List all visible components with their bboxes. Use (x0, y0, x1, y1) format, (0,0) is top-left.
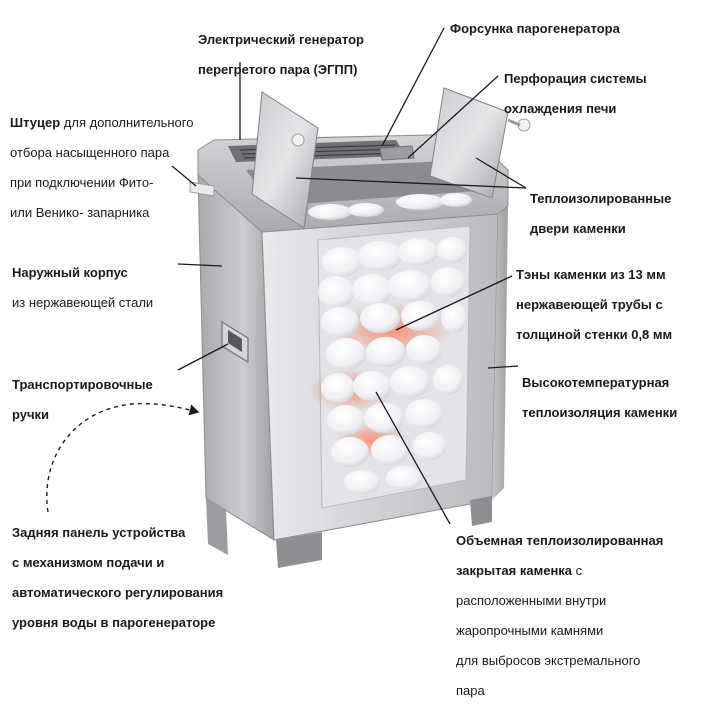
door-left (251, 91, 319, 229)
label-chamber: Объемная теплоизолированная закрытая кам… (456, 518, 663, 713)
label-perforation-line1: Перфорация системы (504, 71, 647, 86)
label-fitting-line2: отбора насыщенного пара (10, 145, 170, 160)
label-handles-line1: Транспортировочные (12, 377, 153, 392)
stove-illustration (46, 27, 531, 568)
label-back-panel-line1: Задняя панель устройства (12, 525, 186, 540)
label-generator-line2: перегретого пара (ЭГПП) (198, 62, 358, 77)
stones (318, 237, 467, 494)
label-fitting-line3: при подключении Фито- (10, 175, 154, 190)
label-nozzle-text: Форсунка парогенератора (450, 21, 620, 36)
label-fitting-term: Штуцер (10, 115, 61, 130)
diagram: Электрический генератор перегретого пара… (10, 6, 677, 698)
label-insulation: Высокотемпературная теплоизоляция каменк… (522, 360, 677, 435)
label-generator: Электрический генератор перегретого пара… (198, 17, 364, 92)
door-right-rod (507, 118, 521, 127)
label-handles: Транспортировочные ручки (12, 362, 153, 437)
stove-front-leg (276, 532, 322, 568)
pointer-insulation (487, 365, 519, 369)
top-stone (396, 194, 444, 210)
pointer-chamber (375, 391, 451, 525)
top-stone (308, 204, 352, 220)
glass-sheen (318, 226, 470, 508)
pointer-handles (177, 343, 229, 371)
pointer-body (177, 263, 223, 267)
label-chamber-line6: пара (456, 683, 485, 698)
stove-left-leg (206, 498, 228, 555)
label-nozzle: Форсунка парогенератора (450, 6, 620, 51)
label-doors: Теплоизолированные двери каменки (530, 176, 671, 251)
door-left-knob (291, 133, 305, 147)
label-heaters-line3: толщиной стенки 0,8 мм (516, 327, 673, 342)
label-perforation: Перфорация системы охлаждения печи (504, 56, 647, 131)
label-heaters: Тэны каменки из 13 мм нержавеющей трубы … (516, 252, 672, 357)
label-back-panel-line4: уровня воды в парогенераторе (12, 615, 216, 630)
label-chamber-line2b: с (572, 563, 583, 578)
label-body-line2: из нержавеющей стали (12, 295, 154, 310)
label-chamber-line2: закрытая каменка (456, 563, 573, 578)
label-heaters-line2: нержавеющей трубы с (516, 297, 663, 312)
label-back-panel-line3: автоматического регулирования (12, 585, 224, 600)
pointer-doors-right (475, 157, 527, 189)
label-back-panel-line2: с механизмом подачи и (12, 555, 165, 570)
pointer-doors-left (295, 177, 527, 189)
label-handles-line2: ручки (12, 407, 50, 422)
label-chamber-line1: Объемная теплоизолированная (456, 533, 664, 548)
pointer-nozzle (381, 27, 445, 147)
stove-right-leg (470, 496, 492, 526)
label-generator-line1: Электрический генератор (198, 32, 364, 47)
label-doors-line1: Теплоизолированные (530, 191, 672, 206)
label-heaters-line1: Тэны каменки из 13 мм (516, 267, 666, 282)
label-fitting-rest: для дополнительного (60, 115, 194, 130)
label-fitting: Штуцер для дополнительного отбора насыще… (10, 100, 193, 235)
top-stone (440, 193, 472, 207)
pointer-fitting (171, 165, 197, 187)
pointer-lines (171, 27, 527, 525)
transport-handle-slot (228, 330, 242, 352)
label-chamber-line5: для выбросов экстремального (456, 653, 641, 668)
top-stone (348, 203, 384, 217)
pointer-heaters (395, 275, 513, 331)
label-doors-line2: двери каменки (530, 221, 626, 236)
label-insulation-line1: Высокотемпературная (522, 375, 670, 390)
label-fitting-line4: или Венико- запарника (10, 205, 150, 220)
label-body-term: Наружный корпус (12, 265, 128, 280)
pointer-perforation (407, 75, 499, 159)
label-body: Наружный корпус из нержавеющей стали (12, 250, 153, 325)
door-right (429, 87, 509, 199)
nozzle (379, 145, 415, 161)
label-perforation-line2: охлаждения печи (504, 101, 617, 116)
label-chamber-line3: расположенными внутри (456, 593, 607, 608)
label-back-panel: Задняя панель устройства с механизмом по… (12, 510, 223, 645)
label-insulation-line2: теплоизоляция каменки (522, 405, 678, 420)
label-chamber-line4: жаропрочными камнями (456, 623, 604, 638)
